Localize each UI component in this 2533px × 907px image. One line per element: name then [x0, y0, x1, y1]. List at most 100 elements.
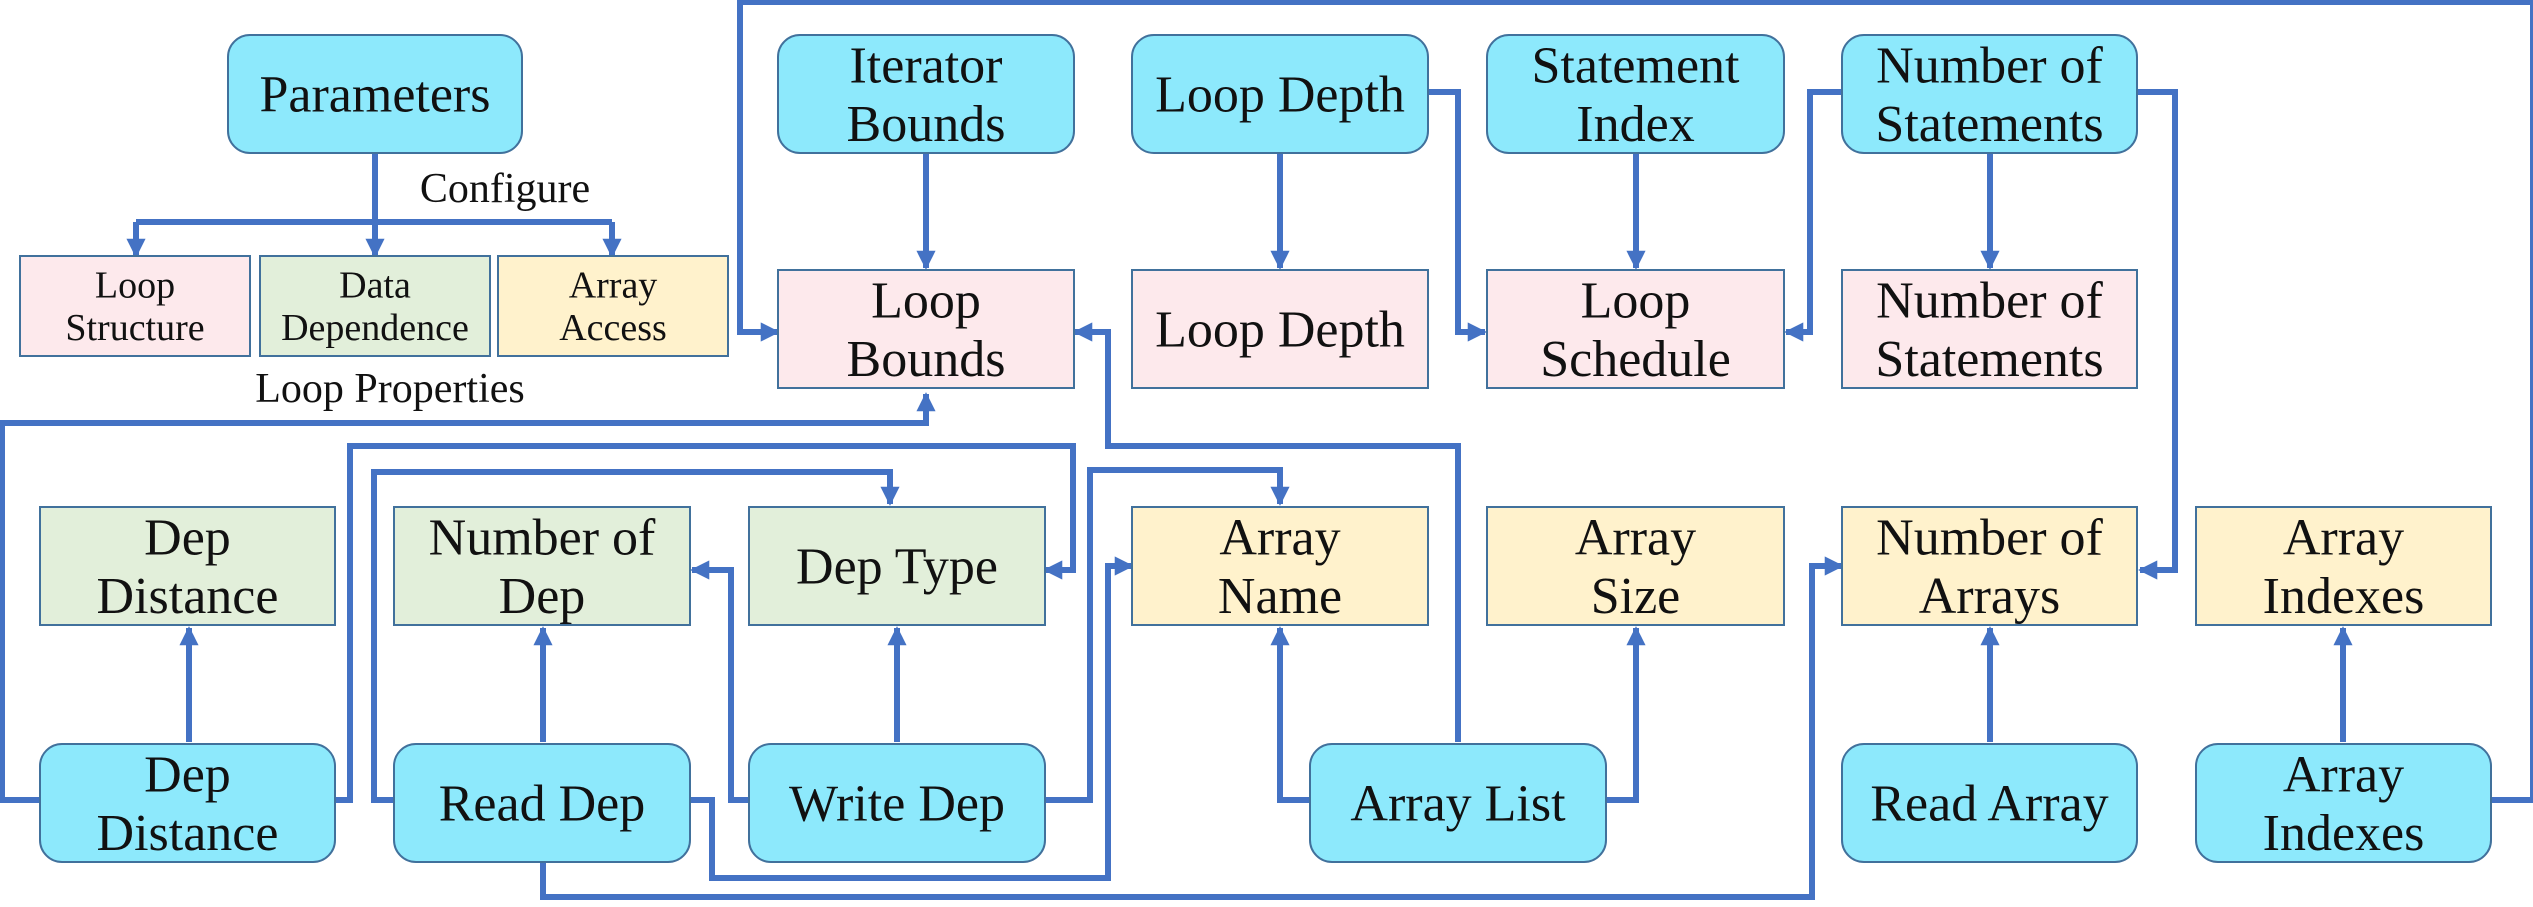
node-label-line: Array [2283, 747, 2404, 804]
node-box [1841, 506, 2138, 626]
node-label-line: Data [339, 265, 411, 307]
node-box [1486, 506, 1785, 626]
node-box [1841, 34, 2138, 154]
edge-readdep-to-deptype [371, 469, 900, 803]
node-box [1131, 506, 1429, 626]
node-label-line: Loop Depth [1155, 67, 1405, 124]
node-box [777, 34, 1075, 154]
node-box [1486, 34, 1785, 154]
node-label-line: Bounds [847, 331, 1006, 388]
node-box [393, 506, 691, 626]
node-dep-type: Dep Type [748, 506, 1046, 626]
node-read-array: Read Array [1841, 743, 2138, 863]
node-write-dep: Write Dep [748, 743, 1046, 863]
node-label-line: Read Dep [439, 776, 645, 833]
node-label-line: Statement [1532, 38, 1741, 95]
node-label-line: Number of [1876, 273, 2103, 330]
node-label-line: Structure [65, 307, 204, 349]
edge-arraylist-to-arraysize [1605, 626, 1646, 803]
node-box [227, 34, 523, 154]
node-loop-depth-in: Loop Depth [1131, 34, 1429, 154]
edge-numstmts-to-numarrays [2137, 89, 2178, 580]
edge-depdist-to-deptype [334, 443, 1076, 803]
configure-label: Configure [420, 166, 590, 212]
edge-arraylist-to-arrayname [1270, 626, 1310, 803]
node-label-line: Number of [1876, 38, 2103, 95]
node-label-line: Arrays [1919, 568, 2061, 625]
loop-properties-label: Loop Properties [255, 366, 524, 412]
node-box [748, 743, 1046, 863]
node-label-line: Iterator [849, 38, 1002, 95]
node-box [497, 255, 729, 357]
node-label-line: Array [1575, 510, 1696, 567]
node-label-line: Dep Type [796, 539, 998, 596]
edge-writedep-to-arrayname [1045, 467, 1290, 803]
edge-readdep-to-numarrays [540, 556, 1844, 900]
node-label-line: Indexes [2263, 805, 2425, 862]
node-label-line: Loop Depth [1155, 302, 1405, 359]
node-box [393, 743, 691, 863]
edge-readdep-to-arrayname [690, 556, 1134, 881]
node-label-line: Loop [1581, 273, 1691, 330]
node-loop-depth-out: Loop Depth [1131, 269, 1429, 389]
node-read-dep: Read Dep [393, 743, 691, 863]
node-box [19, 255, 251, 357]
node-label-line: Distance [97, 805, 279, 862]
node-label-line: Indexes [2263, 568, 2425, 625]
node-label-line: Loop [871, 273, 981, 330]
node-box [1131, 269, 1429, 389]
node-label-line: Number of [1876, 510, 2103, 567]
node-label-line: Array [1219, 510, 1340, 567]
node-label-line: Schedule [1540, 331, 1731, 388]
node-label-line: Array List [1350, 776, 1566, 833]
node-box [259, 255, 491, 357]
node-box [2195, 743, 2492, 863]
node-label-line: Write Dep [789, 776, 1005, 833]
node-label-line: Statements [1875, 331, 2103, 388]
node-label-line: Access [559, 307, 667, 349]
node-box [39, 506, 336, 626]
node-label-line: Index [1576, 96, 1694, 153]
node-label-line: Dependence [281, 307, 469, 349]
edge-arrayindexes-to-loop-bounds [737, 0, 2533, 803]
node-box [1486, 269, 1785, 389]
node-box [39, 743, 336, 863]
node-box [2195, 506, 2492, 626]
node-label-line: Dep [499, 568, 586, 625]
edge-depdist-to-loop-bounds [0, 392, 936, 803]
node-label-line: Loop [95, 265, 175, 307]
nodes-layer: ParametersLoopStructureDataDependenceArr… [19, 34, 2492, 863]
node-box [777, 269, 1075, 389]
node-label-line: Bounds [847, 96, 1006, 153]
node-label-line: Parameters [259, 67, 490, 124]
node-label-line: Read Array [1870, 776, 2108, 833]
node-box [1841, 269, 2138, 389]
edge-writedep-to-numdep [690, 560, 749, 803]
node-box [1131, 34, 1429, 154]
node-parameters: Parameters [227, 34, 523, 154]
node-label-line: Size [1591, 568, 1681, 625]
node-label-line: Array [2283, 510, 2404, 567]
node-label-line: Array [569, 265, 658, 307]
node-label-line: Dep [144, 747, 231, 804]
node-label-line: Name [1218, 568, 1342, 625]
edge-numstmts-to-schedule [1784, 89, 1842, 342]
node-label-line: Dep [144, 510, 231, 567]
node-box [1309, 743, 1607, 863]
node-label-line: Distance [97, 568, 279, 625]
